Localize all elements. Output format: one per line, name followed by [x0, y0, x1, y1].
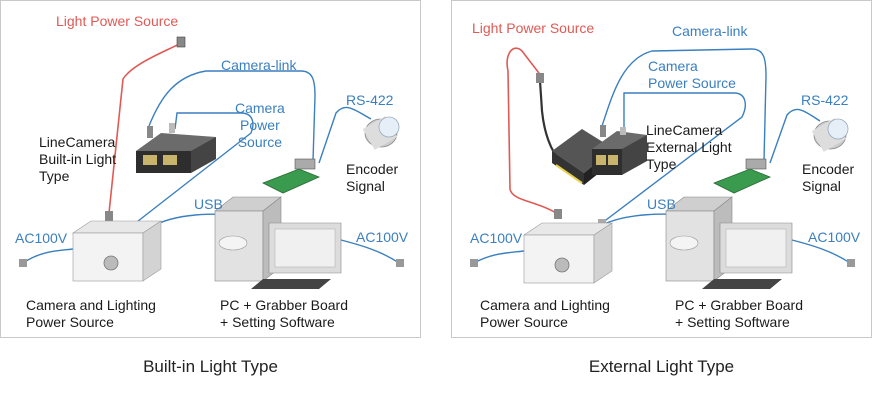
line-camera-label: LineCamera Built-in Light Type — [39, 134, 117, 184]
pc-label: PC + Grabber Board + Setting Software — [220, 297, 349, 330]
rs422-label: RS-422 — [801, 92, 849, 108]
ac100v-left-label: AC100V — [470, 230, 523, 246]
pc-label: PC + Grabber Board + Setting Software — [675, 297, 804, 330]
external-light-diagram-graphics — [470, 47, 855, 289]
encoder — [811, 118, 849, 152]
ac-cord-right — [336, 238, 400, 264]
camera-link-cable — [601, 48, 767, 162]
pc-monitor — [702, 222, 793, 289]
ac100v-right-label: AC100V — [808, 229, 861, 245]
line-camera-label: LineCamera External Light Type — [646, 122, 732, 172]
light-power-source-label: Light Power Source — [56, 13, 179, 29]
power-plug — [554, 209, 562, 219]
grabber-board — [262, 168, 321, 194]
built-in-light-caption: Built-in Light Type — [143, 357, 278, 376]
usb-label: USB — [194, 196, 223, 212]
line-camera-external — [592, 125, 647, 175]
rs422-connector — [294, 158, 316, 170]
rs422-label: RS-422 — [346, 92, 394, 108]
encoder-signal-label: Encoder Signal — [802, 161, 855, 194]
camera-link-label: Camera-link — [221, 57, 297, 73]
rs422-connector — [745, 158, 767, 170]
power-source-box — [523, 222, 613, 284]
encoder-signal-label: Encoder Signal — [346, 161, 399, 194]
ac100v-right-label: AC100V — [356, 229, 409, 245]
built-in-light-diagram-graphics — [19, 36, 404, 289]
ac100v-left-label: AC100V — [15, 230, 68, 246]
pc-monitor — [251, 222, 342, 289]
power-plug — [105, 211, 113, 221]
power-unit-label: Camera and Lighting Power Source — [26, 297, 156, 330]
rs422-cable — [318, 106, 372, 164]
ac-plug-left — [470, 259, 478, 267]
power-unit-label: Camera and Lighting Power Source — [480, 297, 610, 330]
camera-power-cable — [132, 112, 254, 226]
camera-power-source-label: Camera Power Source — [648, 58, 736, 91]
grabber-board — [713, 168, 772, 194]
line-camera-builtin — [136, 123, 216, 173]
built-in-light-diagram: Light Power Source Camera-link Camera Po… — [0, 0, 421, 338]
light-power-source-label: Light Power Source — [472, 20, 595, 36]
camera-link-label: Camera-link — [672, 23, 748, 39]
camera-link-cable — [148, 70, 316, 162]
rs422-cable — [769, 108, 821, 164]
external-light-diagram: Light Power Source Camera-link Camera Po… — [451, 0, 872, 338]
ac-plug-right — [847, 259, 855, 267]
camera-power-cable — [601, 92, 746, 224]
ac-cord-left — [473, 250, 525, 264]
light-plug — [176, 36, 186, 48]
light-power-cable — [506, 47, 557, 214]
external-light-caption: External Light Type — [588, 357, 735, 376]
ac-cord-right — [787, 238, 851, 264]
power-source-box — [72, 220, 162, 282]
ac-plug-left — [19, 259, 27, 267]
light-plug — [536, 73, 544, 83]
camera-power-source-label: Camera Power Source — [235, 100, 285, 150]
encoder — [362, 116, 400, 150]
ac-plug-right — [396, 259, 404, 267]
ac-cord-left — [22, 248, 74, 264]
usb-label: USB — [647, 196, 676, 212]
